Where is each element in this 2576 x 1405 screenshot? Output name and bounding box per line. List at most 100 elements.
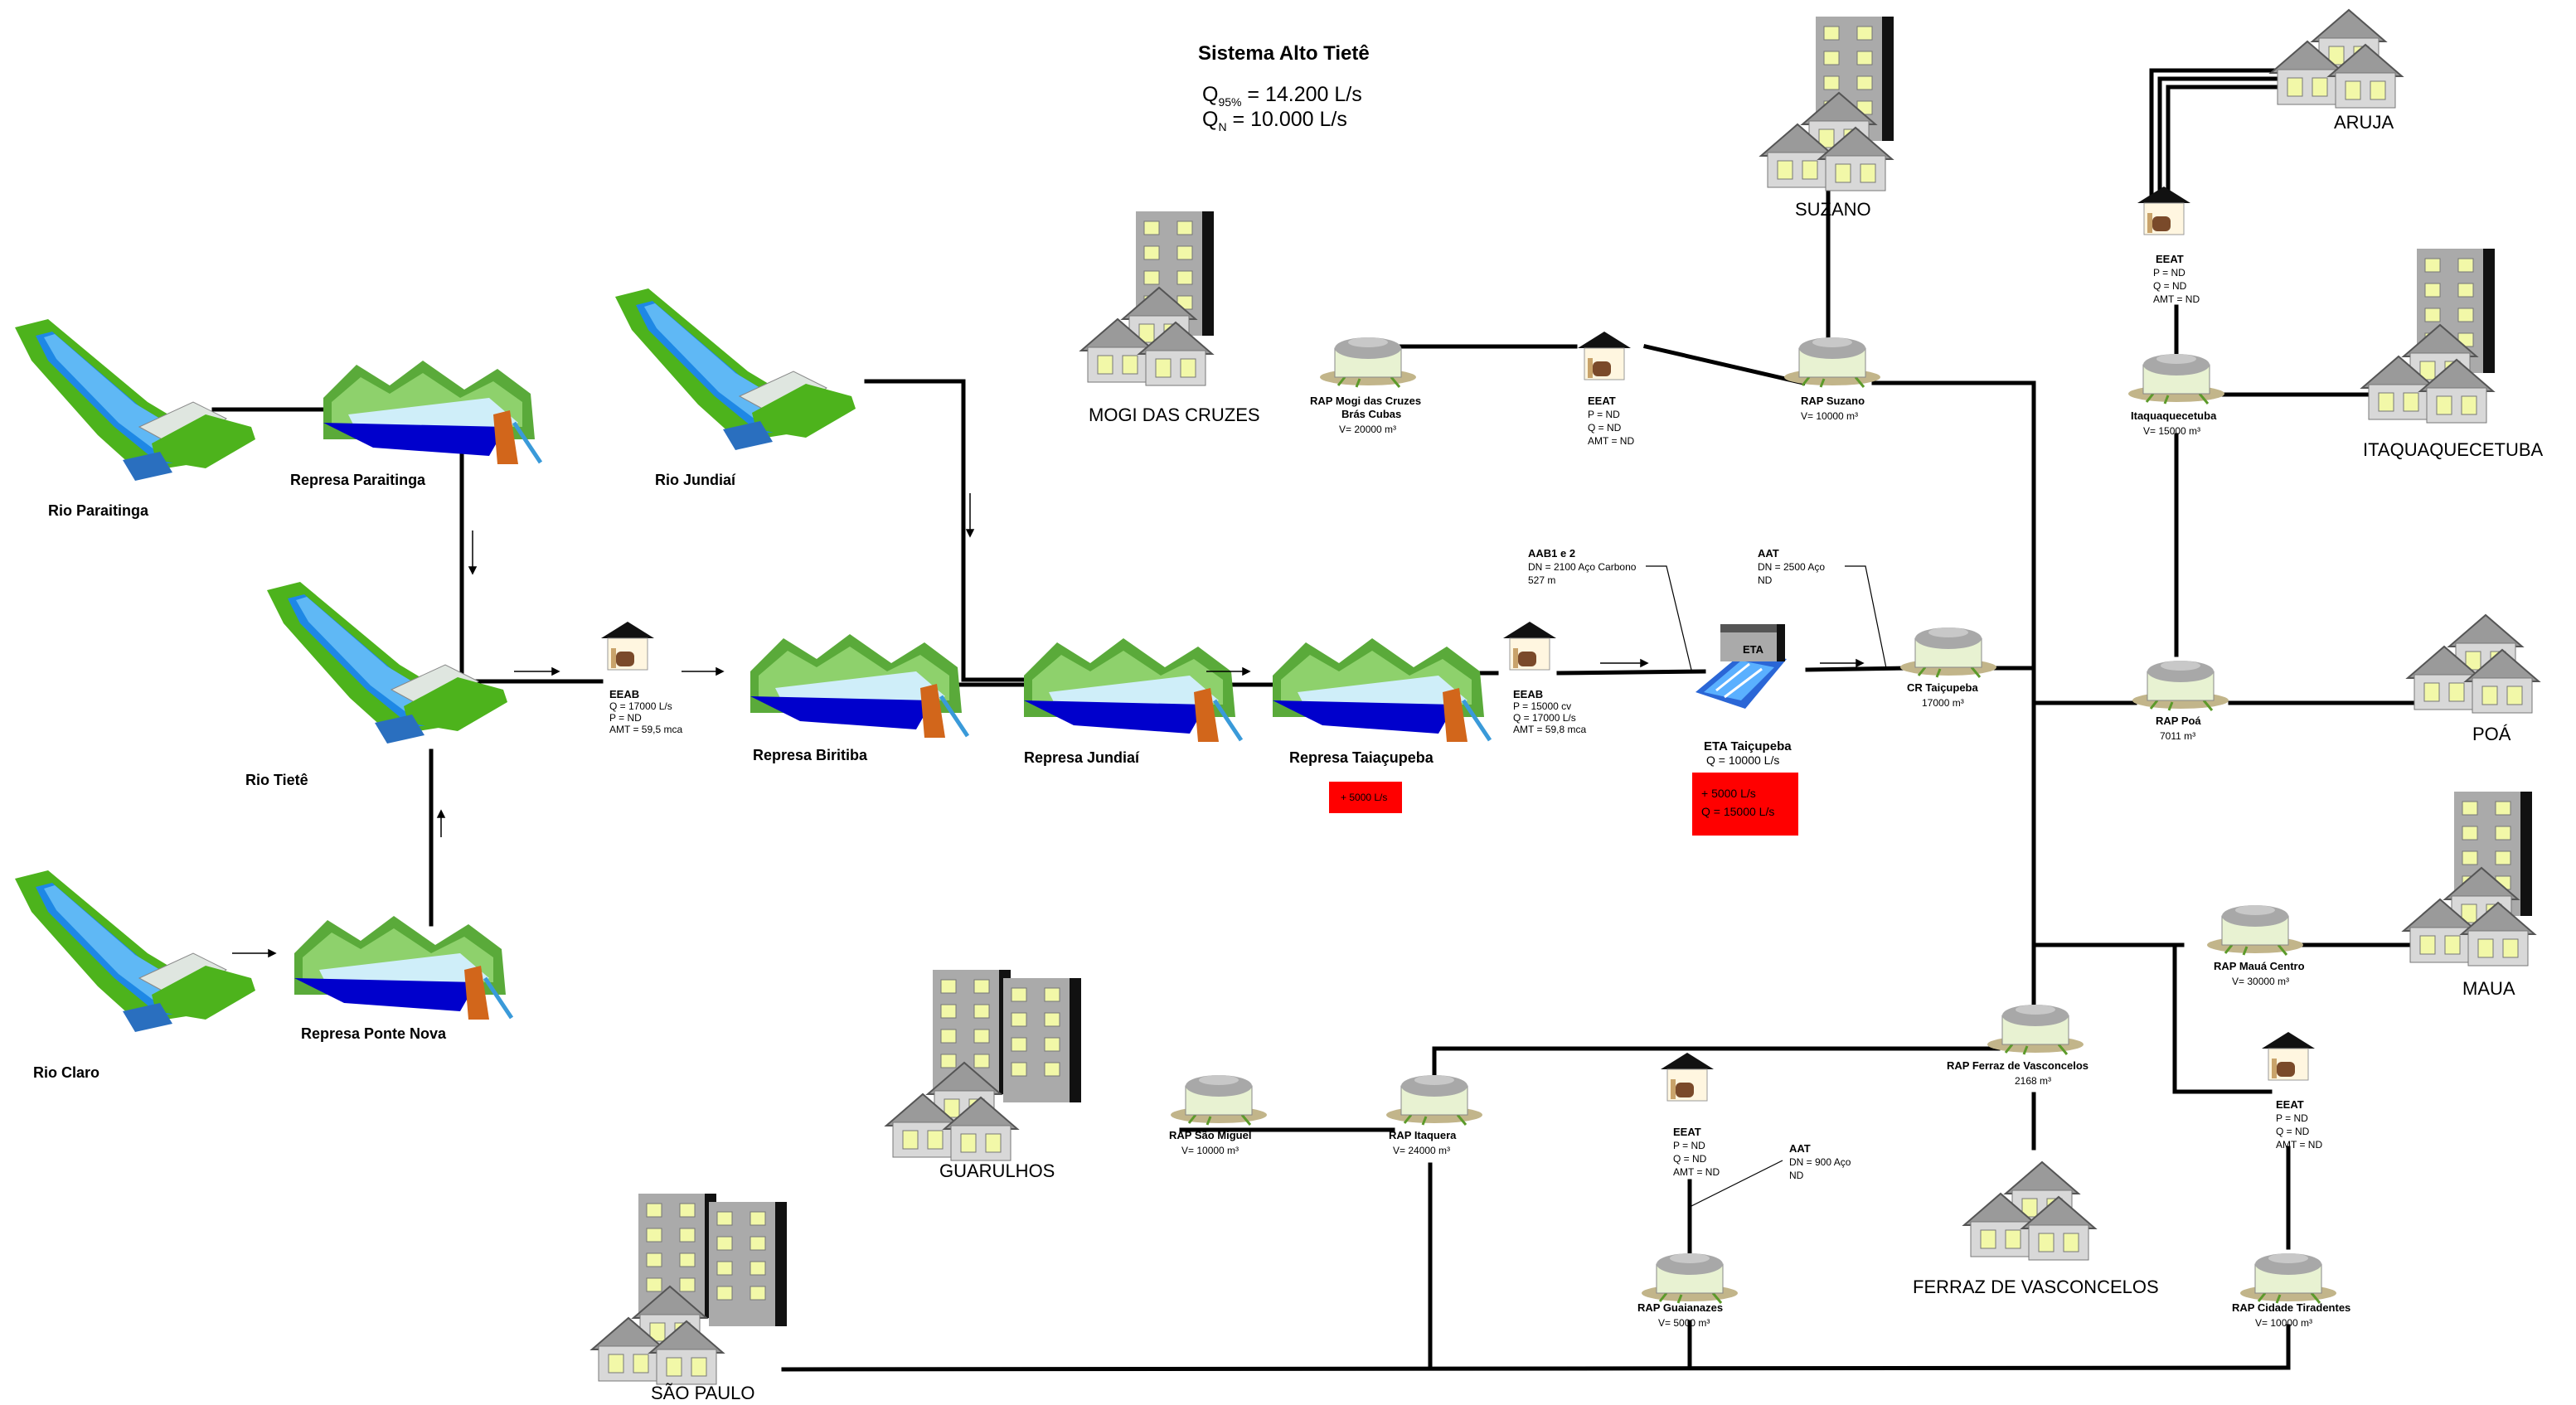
river-jundiai-label: Rio Jundiaí [655,472,736,488]
city-sao-paulo-label: SÃO PAULO [651,1383,755,1403]
rap-poa: RAP Poá 7011 m³ [2131,659,2230,742]
eeab-2-line-2: Q = 17000 L/s [1513,712,1576,724]
city-suzano-label: SUZANO [1795,199,1871,220]
eeab-2: EEAB P = 15000 cv Q = 17000 L/s AMT = 59… [1502,621,1586,735]
rap-mogi-name-2: Brás Cubas [1341,408,1401,420]
aab-line-1: DN = 2100 Aço Carbono [1528,561,1637,573]
rap-tiradentes-name: RAP Cidade Tiradentes [2232,1301,2350,1314]
dam-jundiai-label: Represa Jundiaí [1024,749,1140,766]
aat-top-annotation: AAT DN = 2500 Aço ND [1758,547,1887,669]
dam-ponte-nova-label: Represa Ponte Nova [301,1025,447,1042]
dam-paraitinga: Represa Paraitinga [290,361,541,488]
dam-taiacupeba-label: Represa Taiaçupeba [1289,749,1434,766]
city-guarulhos: GUARULHOS [886,969,1082,1181]
city-aruja-label: ARUJA [2334,112,2394,133]
aat-bottom-line-2: ND [1789,1170,1804,1181]
rap-mogi: RAP Mogi das Cruzes Brás Cubas V= 20000 … [1310,336,1421,435]
rap-ferraz-name: RAP Ferraz de Vasconcelos [1947,1059,2088,1072]
eeat-aruja-line-2: Q = ND [2153,280,2187,292]
aat-top-name: AAT [1758,547,1779,560]
eeat-mogi-line-2: Q = ND [1588,422,1622,434]
eta-taiacupeba: ETA ETA Taiçupeba Q = 10000 L/s + 5000 L… [1692,623,1798,836]
red-box-eta-line-1: + 5000 L/s [1701,787,1756,800]
city-mogi: MOGI DAS CRUZES [1081,211,1260,425]
city-guarulhos-label: GUARULHOS [939,1160,1055,1181]
river-paraitinga: Rio Paraitinga [14,318,256,519]
cr-taiacupeba: CR Taiçupeba 17000 m³ [1899,626,1998,709]
aat-bottom-name: AAT [1789,1142,1811,1155]
rap-sao-miguel: RAP São Miguel V= 10000 m³ [1169,1073,1269,1156]
flow-arrow-icon [1820,658,1865,668]
dam-jundiai: Represa Jundiaí [1024,638,1241,766]
eeat-aruja-line-3: AMT = ND [2153,293,2200,305]
rap-ferraz-vol: 2168 m³ [2015,1075,2051,1087]
eeat-guaianazes-line-3: AMT = ND [1673,1166,1720,1178]
eeat-aruja: EEAT P = ND Q = ND AMT = ND [2137,186,2200,305]
aab-name: AAB1 e 2 [1528,547,1575,560]
eeat-tiradentes-line-1: P = ND [2276,1112,2308,1124]
city-poa: POÁ [2408,615,2539,744]
rap-suzano: RAP Suzano V= 10000 m³ [1783,336,1882,422]
rap-mogi-name-1: RAP Mogi das Cruzes [1310,395,1421,407]
rap-itaquera-vol: V= 24000 m³ [1393,1145,1450,1156]
aat-bottom-line-1: DN = 900 Aço [1789,1156,1851,1168]
eeat-tiradentes: EEAT P = ND Q = ND AMT = ND [2261,1031,2322,1151]
flow-arrow-icon [514,666,560,676]
city-sao-paulo: SÃO PAULO [592,1193,788,1403]
aat-bottom-annotation: AAT DN = 900 Aço ND [1691,1142,1851,1207]
flow-arrow-icon [682,666,725,676]
city-poa-label: POÁ [2472,724,2511,744]
rap-sao-miguel-name: RAP São Miguel [1169,1129,1251,1141]
city-mogi-label: MOGI DAS CRUZES [1089,405,1260,425]
eeat-tiradentes-line-2: Q = ND [2276,1126,2310,1137]
city-buildings-icon [708,1201,788,1327]
flow-arrow-icon [965,493,975,538]
rap-maua-vol: V= 30000 m³ [2232,976,2289,987]
dam-taiacupeba: Represa Taiaçupeba [1273,638,1490,766]
eeab-1: EEAB Q = 17000 L/s P = ND AMT = 59,5 mca [600,621,682,735]
red-box-eta [1692,773,1798,836]
eeat-mogi-line-3: AMT = ND [1588,435,1634,447]
rap-mogi-vol: V= 20000 m³ [1339,424,1396,435]
rap-tiradentes: RAP Cidade Tiradentes V= 10000 m³ [2232,1252,2350,1329]
eeat-guaianazes-line-2: Q = ND [1673,1153,1707,1165]
flow-arrow-icon [436,809,446,837]
eeat-guaianazes-name: EEAT [1673,1126,1701,1138]
rap-guaianazes-vol: V= 5000 m³ [1658,1317,1710,1329]
eeab-2-line-3: AMT = 59,8 mca [1513,724,1586,735]
aab-line-2: 527 m [1528,574,1555,586]
city-maua-label: MAUA [2462,978,2515,999]
rap-poa-vol: 7011 m³ [2160,730,2195,742]
eeab-1-line-2: P = ND [609,712,642,724]
river-claro-label: Rio Claro [33,1064,99,1081]
eeab-2-line-1: P = 15000 cv [1513,700,1571,712]
river-paraitinga-label: Rio Paraitinga [48,502,149,519]
river-tiete-label: Rio Tietê [245,772,308,788]
eeab-1-line-3: AMT = 59,5 mca [609,724,682,735]
rap-suzano-vol: V= 10000 m³ [1801,410,1858,422]
eta-name: ETA Taiçupeba [1704,739,1792,753]
red-box-eta-line-2: Q = 15000 L/s [1701,805,1774,818]
eeat-mogi-line-1: P = ND [1588,409,1620,420]
city-ferraz: FERRAZ DE VASCONCELOS [1913,1162,2159,1297]
rap-guaianazes-name: RAP Guaianazes [1637,1301,1723,1314]
page-title: Sistema Alto Tietê [1198,42,1370,65]
eeat-mogi-name: EEAT [1588,395,1616,407]
eeat-aruja-name: EEAT [2156,253,2184,265]
rap-itaquera: RAP Itaquera V= 24000 m³ [1385,1073,1484,1156]
rap-ferraz: RAP Ferraz de Vasconcelos 2168 m³ [1947,1003,2088,1087]
river-jundiai: Rio Jundiaí [614,288,856,488]
dam-paraitinga-label: Represa Paraitinga [290,472,426,488]
eeat-guaianazes: EEAT P = ND Q = ND AMT = ND [1660,1052,1720,1178]
city-maua: MAUA [2404,791,2535,999]
cr-vol: 17000 m³ [1922,697,1964,709]
diagram-header: Sistema Alto Tietê Q95% = 14.200 L/s QN … [1198,42,1370,133]
city-suzano: SUZANO [1761,16,1894,220]
red-box-taiacupeba: + 5000 L/s [1329,782,1402,813]
eeat-mogi: EEAT P = ND Q = ND AMT = ND [1577,331,1634,447]
eeat-guaianazes-line-1: P = ND [1673,1140,1705,1151]
river-tiete: Rio Tietê [245,581,508,788]
flow-arrow-icon [1600,658,1649,668]
rap-poa-name: RAP Poá [2156,715,2201,727]
